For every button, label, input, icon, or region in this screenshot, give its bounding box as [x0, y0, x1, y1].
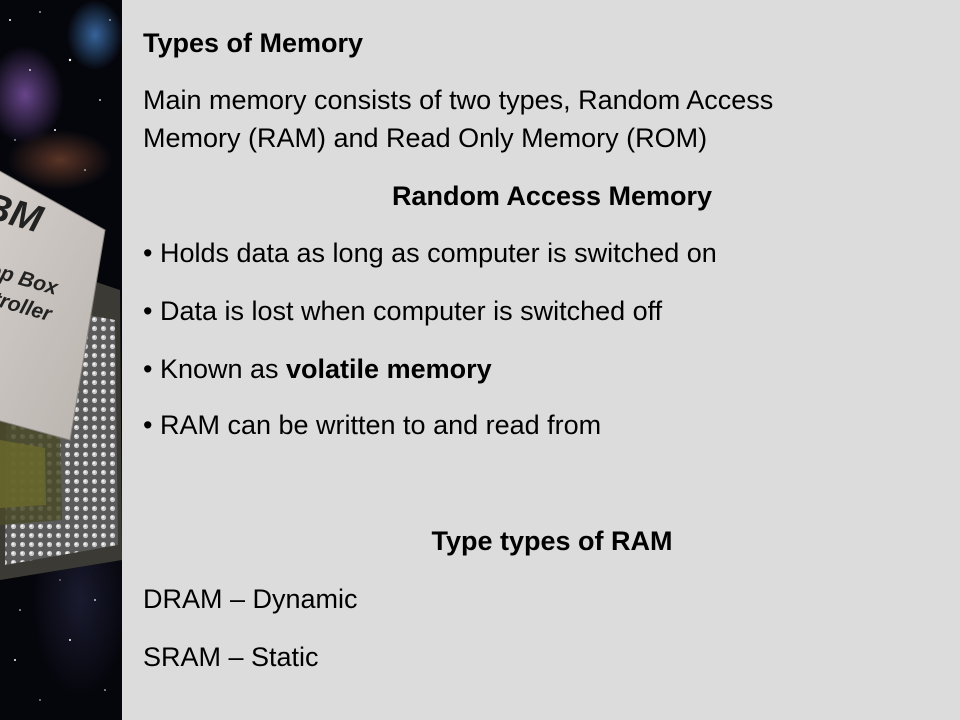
types-heading: Type types of RAM	[431, 526, 673, 556]
bullet-emphasis: volatile memory	[286, 354, 492, 384]
slide-content: Types of Memory Main memory consists of …	[122, 0, 960, 720]
bullet-item: • Known as volatile memory	[143, 350, 492, 388]
bullet-item: • Holds data as long as computer is swit…	[143, 238, 717, 268]
chip-label: BM t-Top Box Controller 0	[0, 170, 106, 441]
slide-heading: Types of Memory	[143, 28, 364, 58]
chip-illustration: BM t-Top Box Controller 0	[0, 11, 122, 701]
ram-type-item: SRAM – Static	[143, 642, 319, 672]
chip-space-image: BM t-Top Box Controller 0	[0, 0, 122, 720]
bullet-prefix: • Known as	[143, 354, 287, 384]
ram-type-item: DRAM – Dynamic	[143, 584, 358, 614]
bullet-item: • Data is lost when computer is switched…	[143, 296, 663, 326]
stars	[9, 11, 111, 701]
intro-line-2: Memory (RAM) and Read Only Memory (ROM)	[143, 123, 708, 153]
bullet-item: • RAM can be written to and read from	[143, 410, 602, 440]
intro-line-1: Main memory consists of two types, Rando…	[143, 85, 774, 115]
ram-heading: Random Access Memory	[391, 181, 713, 211]
